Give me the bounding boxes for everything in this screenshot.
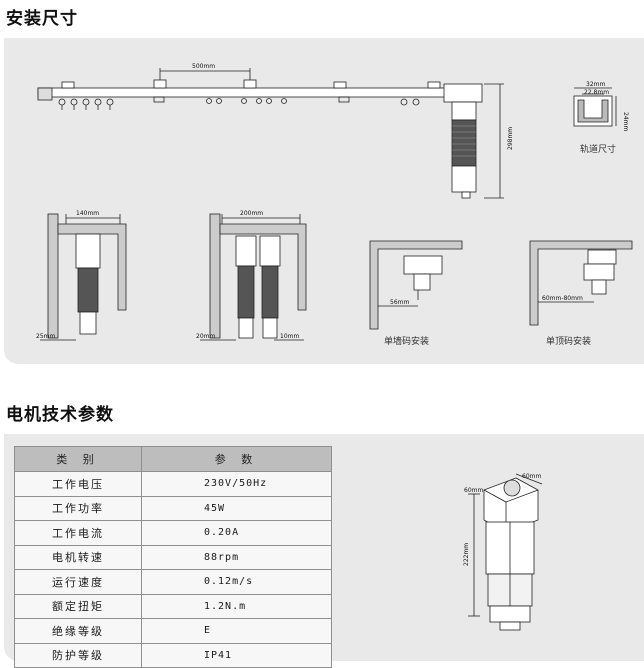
spec-header-value: 参 数 bbox=[141, 446, 332, 472]
spec-name: 工作电压 bbox=[14, 471, 142, 497]
dim-side-left-label: 140mm bbox=[76, 210, 99, 217]
spec-name: 防护等级 bbox=[14, 642, 142, 668]
dim-wall-depth-label: 56mm bbox=[390, 299, 409, 306]
spec-name: 工作电流 bbox=[14, 520, 142, 546]
motor-height-label: 222mm bbox=[463, 543, 470, 566]
dim-rail-inner-label: 22.8mm bbox=[584, 89, 609, 96]
gliders-center bbox=[206, 98, 420, 106]
dim-rail-height-label: 24mm bbox=[622, 112, 629, 131]
dim-gap-right-b-label: 10mm bbox=[280, 333, 299, 340]
table-row: 工作电流 0.20A bbox=[14, 520, 332, 546]
install-section-title: 安装尺寸 bbox=[6, 9, 78, 29]
spec-value: E bbox=[141, 618, 332, 644]
wall-mount-caption: 单墙码安装 bbox=[384, 337, 430, 347]
ceiling-mount-caption: 单顶码安装 bbox=[546, 337, 592, 347]
table-row: 电机转速 88rpm bbox=[14, 544, 332, 570]
table-row: 防护等级 IP41 bbox=[14, 642, 332, 668]
dim-height-label: 298mm bbox=[507, 127, 514, 150]
motor-section-title: 电机技术参数 bbox=[6, 405, 114, 425]
spec-name: 绝缘等级 bbox=[14, 618, 142, 644]
table-row: 额定扭矩 1.2N.m bbox=[14, 593, 332, 619]
spec-value: 0.12m/s bbox=[141, 569, 332, 595]
spec-value: 1.2N.m bbox=[141, 593, 332, 619]
spec-name: 电机转速 bbox=[14, 544, 142, 570]
table-row: 绝缘等级 E bbox=[14, 618, 332, 644]
spec-name: 工作功率 bbox=[14, 495, 142, 521]
motor-3d-drawing: 60mm 60mm 222mm bbox=[463, 473, 543, 631]
dim-ceiling-range-label: 60mm-80mm bbox=[542, 295, 583, 302]
table-row: 工作功率 45W bbox=[14, 495, 332, 521]
motor-width-label: 60mm bbox=[522, 473, 541, 480]
dim-rail-width-label: 32mm bbox=[586, 81, 605, 88]
install-diagram-panel: 500mm 298mm 140mm 200mm 25mm 20mm 10mm 5… bbox=[4, 38, 644, 364]
spec-value: IP41 bbox=[141, 642, 332, 668]
spec-value: 45W bbox=[141, 495, 332, 521]
spec-value: 0.20A bbox=[141, 520, 332, 546]
spec-value: 230V/50Hz bbox=[141, 471, 332, 497]
dim-spacing-label: 500mm bbox=[192, 63, 215, 70]
spec-header-category: 类 别 bbox=[14, 446, 142, 472]
install-diagram: 500mm 298mm 140mm 200mm 25mm 20mm 10mm 5… bbox=[36, 63, 633, 341]
rail-caption: 轨道尺寸 bbox=[580, 145, 617, 155]
rail-body bbox=[37, 87, 449, 98]
table-row: 运行速度 0.12m/s bbox=[14, 569, 332, 595]
dim-gap-right-a-label: 20mm bbox=[196, 333, 215, 340]
motor-depth-label: 60mm bbox=[464, 487, 483, 494]
dim-gap-left-label: 25mm bbox=[36, 333, 55, 340]
dim-side-right-label: 200mm bbox=[240, 210, 263, 217]
motor-body bbox=[451, 119, 477, 167]
spec-name: 运行速度 bbox=[14, 569, 142, 595]
spec-name: 额定扭矩 bbox=[14, 593, 142, 619]
motor-spec-table: 类 别 参 数 工作电压 230V/50Hz 工作功率 45W 工作电流 0.2… bbox=[14, 446, 332, 668]
spec-value: 88rpm bbox=[141, 544, 332, 570]
gliders-left bbox=[58, 98, 114, 110]
table-row: 工作电压 230V/50Hz bbox=[14, 471, 332, 497]
spec-header-row: 类 别 参 数 bbox=[14, 446, 332, 472]
motor-head bbox=[443, 83, 483, 103]
